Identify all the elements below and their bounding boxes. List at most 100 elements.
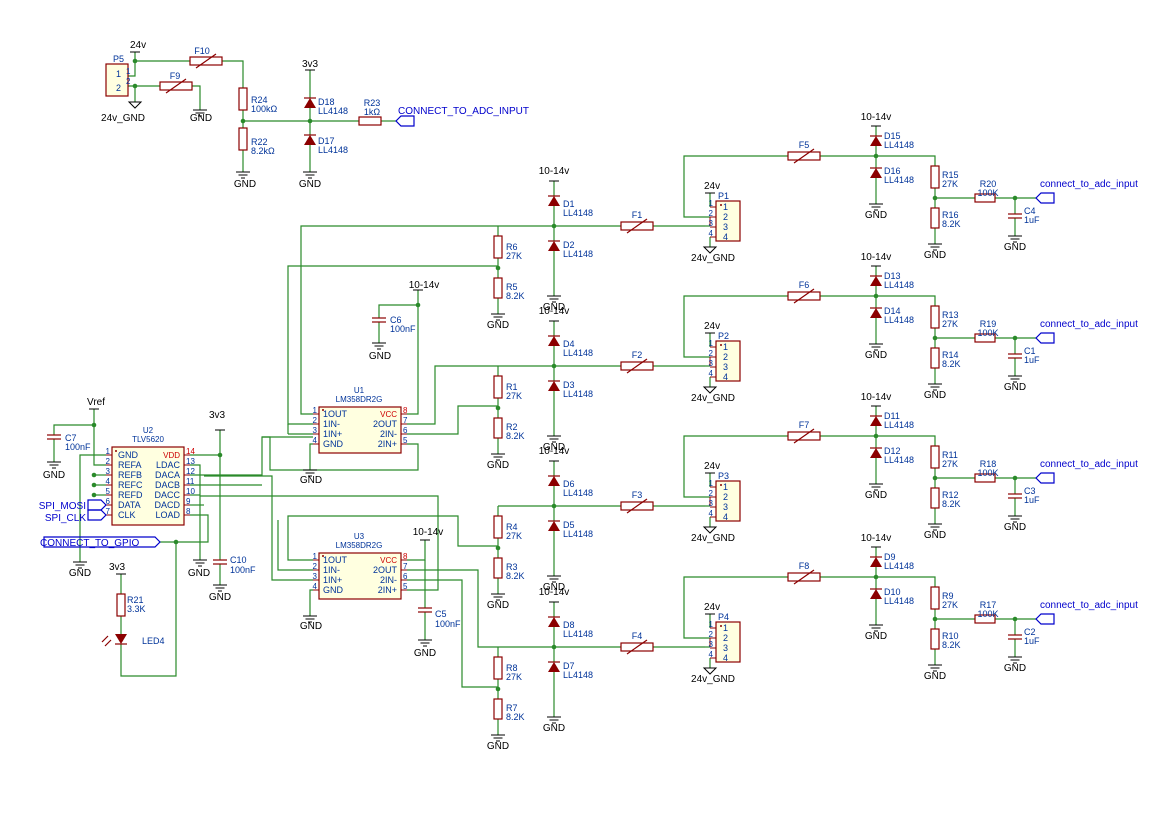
led-ref: LED4 <box>142 636 165 646</box>
connector-ref: P4 <box>718 612 729 622</box>
fuse-ref: F1 <box>632 210 643 220</box>
diode <box>870 276 882 286</box>
chip-ref: U2 <box>143 426 154 435</box>
net-label: SPI_MOSI <box>39 501 86 512</box>
pin-name: REFB <box>118 470 142 480</box>
connector-p5 <box>105 63 129 97</box>
gnd-label: GND <box>1004 663 1026 674</box>
junction-dot <box>132 58 138 64</box>
fuse <box>620 642 654 652</box>
resistor-ref: R2 <box>506 422 518 432</box>
diode-value: LL4148 <box>884 315 914 325</box>
resistor-value: 27K <box>942 319 958 329</box>
pin-number: 7 <box>403 562 408 571</box>
wire <box>192 85 201 110</box>
resistor-value: 100K <box>977 328 998 338</box>
supply-label: 3v3 <box>302 59 319 70</box>
pin-number: 1 <box>709 339 714 348</box>
pin-number: 2 <box>709 630 714 639</box>
gnd-label: GND <box>369 351 391 362</box>
pin-name: GND <box>323 585 344 595</box>
fuse-slash <box>626 358 648 374</box>
led-ray <box>101 635 109 643</box>
gnd-label: GND <box>543 582 565 593</box>
resistor-ref: R11 <box>942 450 958 460</box>
pin-number: 2 <box>126 77 131 86</box>
net-label: connect_to_adc_input <box>1040 179 1138 190</box>
pin-number: 3 <box>106 467 111 476</box>
diode <box>870 308 882 318</box>
resistor <box>930 586 940 610</box>
resistor <box>493 698 503 720</box>
capacitor-ref: C6 <box>390 315 402 325</box>
resistor-value: 27K <box>506 531 522 541</box>
pin-number: 8 <box>403 406 408 415</box>
wire <box>683 576 788 639</box>
pin-name: 1IN+ <box>323 429 342 439</box>
fuse-ref: F4 <box>632 631 643 641</box>
fuse-ref: F10 <box>194 46 210 56</box>
wire <box>407 569 498 648</box>
pin-name: 1IN+ <box>323 575 342 585</box>
pin-name: CLK <box>118 510 136 520</box>
net-flag <box>43 536 161 548</box>
wire <box>204 475 313 581</box>
wire <box>820 435 936 446</box>
supply-label: 24v <box>704 181 720 192</box>
resistor-ref: R16 <box>942 210 959 220</box>
resistor-value: 100K <box>977 188 998 198</box>
junction-dot <box>415 302 421 308</box>
resistor-value: 27K <box>942 600 958 610</box>
resistor-ref: R15 <box>942 170 959 180</box>
pin-number: 2 <box>723 633 728 643</box>
resistor <box>930 165 940 189</box>
pin1-marker <box>720 344 722 346</box>
opamp-u3 <box>318 552 402 600</box>
wire <box>820 576 936 587</box>
led <box>115 634 127 644</box>
diode <box>870 416 882 426</box>
resistor-value: 100kΩ <box>251 104 278 114</box>
pin-number: 9 <box>186 497 191 506</box>
net-flag <box>87 509 107 521</box>
supply-label: 10-14v <box>861 112 892 123</box>
pin-name: DACB <box>155 480 180 490</box>
resistor-value: 8.2K <box>942 219 961 229</box>
supply-label: 10-14v <box>539 587 570 598</box>
pin-name: 1IN- <box>323 565 340 575</box>
pin-number: 2 <box>723 492 728 502</box>
resistor <box>116 593 126 617</box>
wire <box>378 304 418 318</box>
fuse <box>620 361 654 371</box>
pin-number: 6 <box>403 426 408 435</box>
pin-number: 3 <box>709 499 714 508</box>
wire <box>309 443 313 470</box>
junction-dot <box>91 422 97 428</box>
gnd-label: GND <box>69 568 91 579</box>
resistor-ref: R6 <box>506 242 518 252</box>
ground-24v-symbol <box>702 246 718 254</box>
diode <box>548 662 560 672</box>
pin-number: 12 <box>186 467 195 476</box>
pin-number: 6 <box>106 497 111 506</box>
junction-dot <box>132 83 138 89</box>
wire <box>407 579 498 688</box>
capacitor-ref: C7 <box>65 433 77 443</box>
pin-number: 3 <box>723 362 728 372</box>
resistor <box>493 656 503 680</box>
diode <box>548 476 560 486</box>
diode <box>548 196 560 206</box>
resistor <box>493 235 503 259</box>
pin-number: 4 <box>106 477 111 486</box>
resistor-ref: R23 <box>364 98 381 108</box>
pin-name: LOAD <box>155 510 180 520</box>
diode <box>548 336 560 346</box>
junction-dot <box>1012 335 1018 341</box>
pin-number: 5 <box>403 582 408 591</box>
resistor-ref: R4 <box>506 522 518 532</box>
pin1-marker <box>322 555 324 557</box>
pin-number: 1 <box>723 202 728 212</box>
diode-ref: D9 <box>884 552 896 562</box>
pin-number: 4 <box>723 512 728 522</box>
resistor <box>930 628 940 650</box>
